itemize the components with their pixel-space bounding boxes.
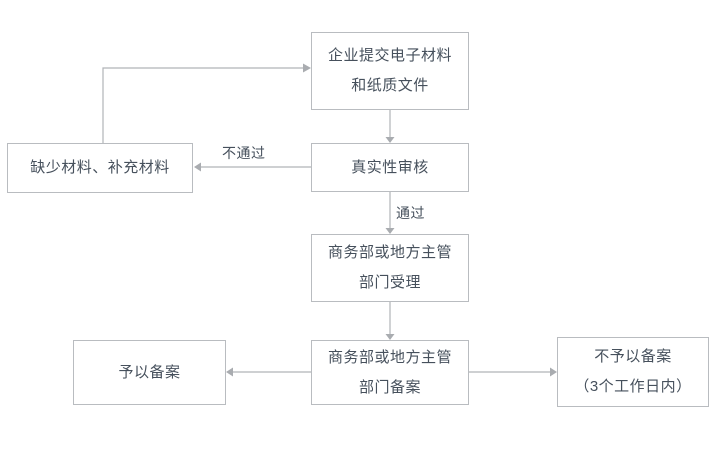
node-text-line: 企业提交电子材料 xyxy=(327,47,452,64)
node-text-line: 予以备案 xyxy=(118,363,181,381)
node-authenticity-review[interactable]: 真实性审核 xyxy=(311,143,469,192)
node-text-line: 和纸质文件 xyxy=(351,77,429,94)
node-text-line: 商务部或地方主管 xyxy=(327,348,452,366)
arrowhead-record-to-approved xyxy=(226,367,233,377)
node-ministry-or-local-authority-acceptance[interactable]: 商务部或地方主管 部门受理 xyxy=(311,234,469,302)
node-text-line: 不予以备案 xyxy=(594,348,672,365)
node-filing-granted[interactable]: 予以备案 xyxy=(73,340,226,405)
node-text-line: 商务部或地方主管 xyxy=(327,244,452,261)
node-text-line: 真实性审核 xyxy=(351,158,429,176)
edge-label-not-passed: 不通过 xyxy=(222,145,266,161)
arrowhead-missing-to-submit xyxy=(303,63,311,73)
arrowhead-authenticity-to-missing xyxy=(194,162,201,172)
node-missing-materials-supplement[interactable]: 缺少材料、补充材料 xyxy=(7,143,193,193)
edge-label-passed: 通过 xyxy=(396,205,425,221)
node-enterprise-submit-materials[interactable]: 企业提交电子材料 和纸质文件 xyxy=(311,32,469,110)
node-ministry-or-local-authority-filing[interactable]: 商务部或地方主管 部门备案 xyxy=(311,340,469,405)
edge-missing-to-submit xyxy=(102,67,303,143)
node-filing-denied[interactable]: 不予以备案 （3个工作日内） xyxy=(557,337,709,407)
node-text-line: 部门受理 xyxy=(358,274,421,291)
node-text-line: 缺少材料、补充材料 xyxy=(30,159,170,176)
node-text-line: 部门备案 xyxy=(358,378,421,396)
node-text-line: （3个工作日内） xyxy=(574,378,692,395)
arrowhead-record-to-rejected xyxy=(550,367,557,377)
